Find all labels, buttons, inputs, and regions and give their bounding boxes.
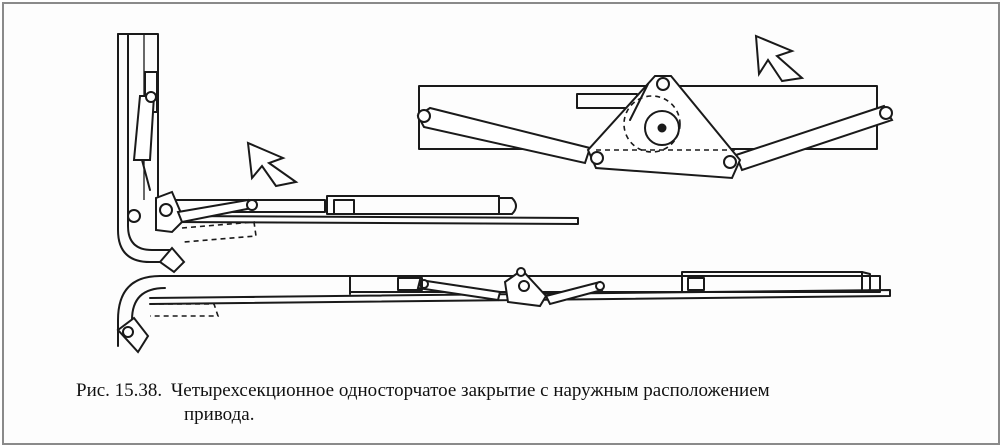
plate-top-pin: [656, 77, 670, 91]
caption-number: Рис. 15.38.: [76, 380, 163, 401]
right-arm: [734, 104, 894, 172]
closed-view: [116, 267, 891, 354]
cover-end-cap: [498, 197, 517, 215]
closed-mount-block: [397, 277, 423, 291]
closed-plate-hub: [518, 280, 530, 292]
cover-housing: [326, 195, 500, 215]
hinge-arm-dashed: [181, 221, 257, 243]
hub-dashed-circle: [623, 95, 681, 153]
closed-left-arm: [416, 278, 502, 302]
closed-right-arm-pin: [595, 281, 605, 291]
vertical-strut: [132, 95, 156, 161]
frame-outer-edge: [117, 33, 173, 263]
hinge-arm-pin: [246, 199, 258, 211]
closed-dashed-arm: [150, 303, 220, 317]
frame-inner-edge: [127, 33, 173, 251]
corner-bracket: [158, 246, 186, 274]
plate-rib: [629, 83, 649, 121]
frame-top-edge: [117, 33, 159, 197]
strut-top-pin: [145, 91, 157, 103]
closed-plate-top-pin: [516, 267, 526, 277]
plate-right-pin: [723, 155, 737, 169]
curved-arrow-icon: [246, 141, 299, 188]
caption-text-line1: Четырехсекционное односторчатое закрытие…: [170, 380, 770, 401]
caption-text-line2: привода.: [184, 404, 255, 425]
right-arm-pivot: [879, 106, 893, 120]
hinge-pin-mid: [159, 203, 173, 217]
base-strip: [169, 215, 579, 225]
closed-corner-pin: [122, 326, 134, 338]
closed-frame-curve-outer: [117, 275, 161, 347]
mechanism-drawing: [116, 33, 894, 354]
detail-view-mechanism: [416, 34, 894, 180]
closed-right-arm: [544, 280, 604, 306]
strut-rod: [141, 159, 151, 191]
hinge-pin-left: [127, 209, 141, 223]
curved-arrow-icon: [754, 34, 805, 83]
cover-bracket: [333, 199, 355, 215]
side-view-frame: [117, 33, 579, 274]
figure-caption: Рис. 15.38. Четырехсекционное односторча…: [76, 379, 946, 427]
plate-hub-center: [657, 123, 667, 133]
closed-bracket: [687, 277, 705, 291]
hinge-arm: [176, 198, 254, 224]
left-arm-pivot: [417, 109, 431, 123]
plate-left-pin: [590, 151, 604, 165]
left-arm: [416, 106, 592, 165]
